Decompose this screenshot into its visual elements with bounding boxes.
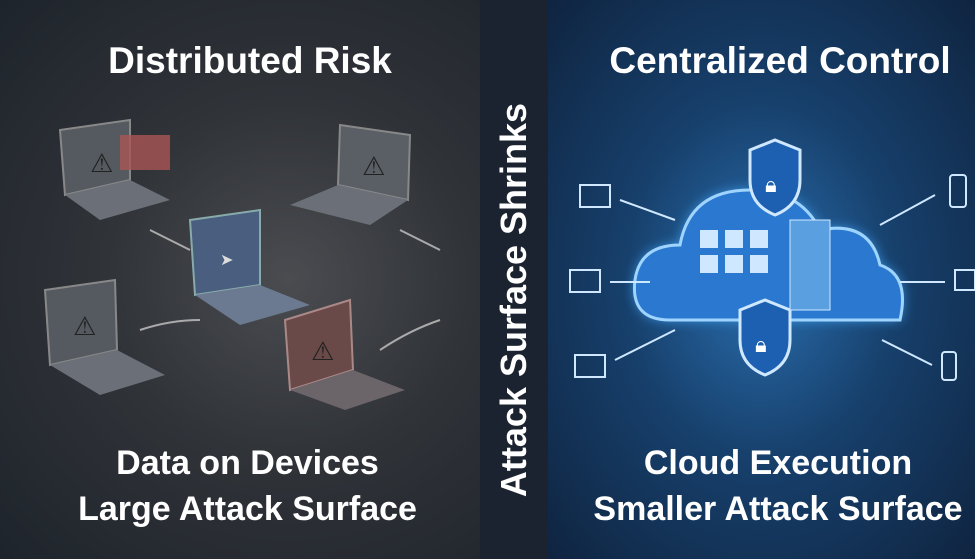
laptop-icon: ⚠ [290, 123, 412, 225]
warning-icon: ⚠ [73, 312, 96, 342]
server-icon [789, 219, 831, 311]
laptop-icon: ⚠ [58, 118, 170, 220]
warning-icon: ⚠ [311, 337, 334, 367]
left-title: Distributed Risk [108, 40, 392, 81]
data-flow-arrows [139, 229, 441, 351]
divider-strip [480, 0, 548, 559]
laptops-illustration: ⚠ ⚠ ➤ ⚠ ⚠ [43, 118, 441, 410]
right-title: Centralized Control [609, 40, 951, 81]
left-caption: Data on Devices Large Attack Surface [0, 440, 495, 532]
shield-lock-icon: 🔒︎ [748, 138, 802, 217]
right-caption: Cloud Execution Smaller Attack Surface [568, 440, 975, 532]
svg-text:🔒︎: 🔒︎ [765, 173, 777, 198]
cursor-icon: ➤ [220, 250, 233, 269]
warning-icon: ⚠ [362, 152, 385, 182]
right-caption-line1: Cloud Execution [643, 444, 913, 482]
right-caption-line2: Smaller Attack Surface [593, 490, 963, 528]
shield-lock-icon: 🔒︎ [738, 298, 792, 377]
left-caption-line2: Large Attack Surface [78, 490, 417, 528]
svg-text:🔒︎: 🔒︎ [755, 333, 767, 358]
app-grid-icon [700, 230, 768, 273]
left-caption-line1: Data on Devices [116, 444, 379, 482]
laptop-icon: ⚠ [43, 278, 165, 395]
laptop-icon: ⚠ [283, 298, 405, 410]
cloud-illustration: 🔒︎ 🔒︎ [569, 138, 975, 381]
warning-icon: ⚠ [90, 149, 113, 179]
laptop-icon-center: ➤ [188, 208, 310, 325]
device-icons [569, 174, 975, 381]
attack-surface-shrinks-label: Attack Surface Shrinks [493, 102, 534, 498]
